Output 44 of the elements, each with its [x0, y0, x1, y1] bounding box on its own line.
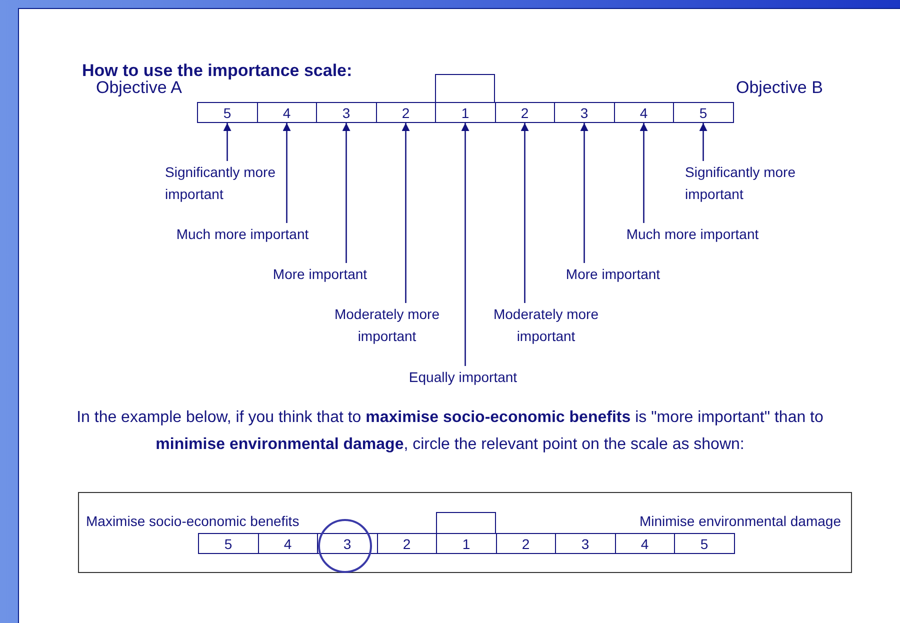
objective-label: Objective B	[736, 78, 823, 98]
annotation-text: Significantly more important	[685, 161, 797, 205]
scale-cell: 4	[256, 102, 317, 123]
scale-cell: 5	[673, 102, 734, 123]
scale-cell: 4	[258, 533, 318, 554]
annotation-text: Moderately more important	[491, 303, 601, 347]
title: How to use the importance scale:	[82, 61, 352, 80]
scale-cell: 5	[197, 102, 258, 123]
scale-cell: 2	[496, 533, 556, 554]
arrow	[223, 123, 232, 161]
annotation-text: Moderately more important	[332, 303, 442, 347]
objective-label: Minimise environmental damage	[639, 513, 841, 529]
arrow	[282, 123, 291, 223]
objective-label: Objective A	[96, 78, 182, 98]
annotation-text: More important	[265, 263, 375, 285]
arrow	[640, 123, 648, 223]
scale-cell: 5	[674, 533, 734, 554]
annotation-text: Equally important	[398, 366, 528, 388]
arrow	[461, 123, 470, 366]
scale-cell: 4	[614, 533, 675, 554]
scale-cell: 3	[317, 533, 378, 554]
annotation-text: Much more important	[620, 223, 765, 245]
arrow	[580, 123, 588, 263]
instruction-text: In the example below, if you think that to maximise socio-economic benefits is "more important" than to minimise environmental damage, circle the relevant point on the scale as shown:	[76, 408, 824, 455]
scale-cell: 2	[376, 533, 437, 554]
annotation-text: Much more important	[170, 223, 315, 245]
scale-cell: 2	[376, 102, 436, 123]
annotation-text: Significantly more important	[165, 161, 277, 205]
arrow	[699, 123, 708, 161]
arrow	[402, 123, 410, 303]
selection-circle	[318, 519, 372, 573]
scale-cell: 3	[316, 102, 376, 123]
arrow	[520, 123, 529, 303]
scale-cell: 3	[555, 533, 616, 554]
annotation-text: More important	[558, 263, 668, 285]
scale-cell: 1	[435, 102, 496, 123]
example-frame	[78, 492, 852, 573]
objective-label: Maximise socio-economic benefits	[86, 513, 300, 529]
scale-cell: 2	[494, 102, 555, 123]
scale-cell: 5	[198, 533, 258, 554]
scale-cell: 1	[436, 533, 496, 554]
scale-cell: 4	[614, 102, 674, 123]
scale-cell: 3	[554, 102, 614, 123]
arrow	[342, 123, 350, 263]
